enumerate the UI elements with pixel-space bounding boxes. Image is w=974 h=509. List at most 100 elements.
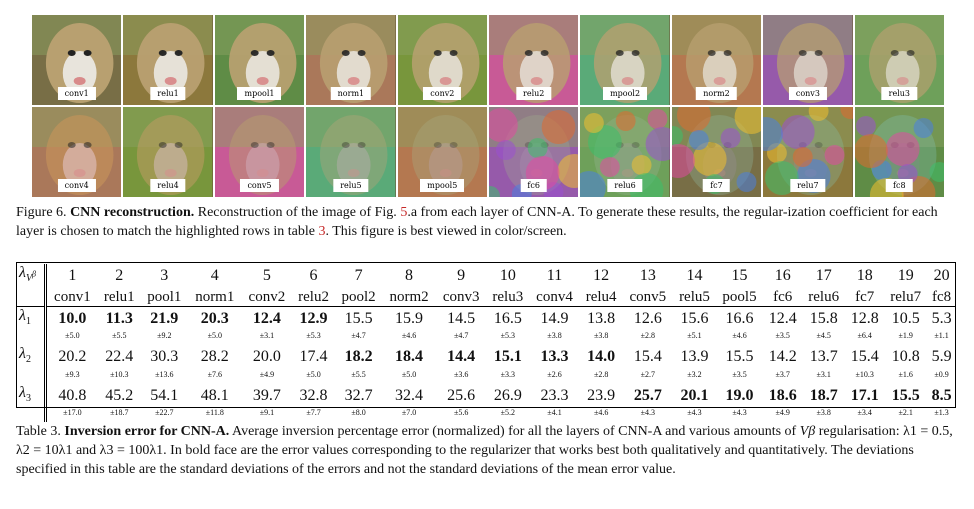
error-deviation: ±4.3 xyxy=(732,407,747,417)
error-deviation: ±5.1 xyxy=(687,331,702,341)
error-deviation: ±3.5 xyxy=(775,331,790,341)
error-value: 15.8 xyxy=(809,310,838,328)
error-deviation: ±4.3 xyxy=(640,407,656,417)
error-value: 23.9 xyxy=(587,386,616,404)
error-value: 11.3 xyxy=(105,310,133,328)
error-value: 21.9 xyxy=(150,310,179,328)
error-value: 12.4 xyxy=(252,310,281,328)
table-ref-link[interactable]: 3 xyxy=(318,224,326,239)
error-deviation: ±7.7 xyxy=(306,407,321,417)
error-deviation: ±6.4 xyxy=(857,331,872,341)
reconstruction-image: conv3 xyxy=(763,15,853,105)
figure-ref-link[interactable]: 5 xyxy=(400,205,408,220)
layer-label: relu4 xyxy=(150,179,186,192)
error-deviation: ±3.2 xyxy=(687,369,702,379)
layer-number: 5 xyxy=(262,267,271,285)
figure-caption-text: Reconstruction of the image of Fig. xyxy=(194,205,401,220)
layer-name: conv2 xyxy=(241,288,293,308)
deviation-row-spacer xyxy=(16,369,47,384)
error-deviation: ±3.4 xyxy=(857,407,872,417)
error-value: 16.6 xyxy=(725,310,754,328)
error-value: 15.9 xyxy=(395,310,424,328)
error-deviation: ±5.0 xyxy=(306,369,321,379)
error-deviation: ±3.8 xyxy=(547,331,562,341)
error-value: 32.4 xyxy=(395,386,424,404)
layer-name: norm2 xyxy=(382,288,436,308)
layer-label: relu3 xyxy=(881,87,917,100)
reconstruction-image: relu3 xyxy=(854,15,944,105)
layer-name: conv5 xyxy=(622,288,674,308)
reconstruction-image: relu7 xyxy=(763,107,853,197)
error-deviation: ±1.3 xyxy=(934,407,949,417)
layer-name: fc6 xyxy=(763,288,803,308)
table-caption-prefix: Table 3. xyxy=(16,424,65,439)
figure-caption-prefix: Figure 6. xyxy=(16,205,71,220)
error-value: 15.5 xyxy=(344,310,373,328)
layer-row-spacer xyxy=(16,288,47,308)
error-value: 14.5 xyxy=(447,310,476,328)
reconstruction-image: relu6 xyxy=(580,107,670,197)
error-deviation: ±1.6 xyxy=(898,369,913,379)
error-value: 12.4 xyxy=(768,310,797,328)
layer-label: fc8 xyxy=(886,179,913,192)
lambda-label: λ1 xyxy=(16,306,47,332)
error-deviation: ±5.3 xyxy=(500,331,516,341)
error-value: 20.0 xyxy=(252,348,281,366)
reconstruction-image: fc7 xyxy=(671,107,762,197)
error-value: 23.3 xyxy=(540,386,569,404)
layer-number: 4 xyxy=(210,267,219,285)
error-deviation: ±10.3 xyxy=(110,369,129,379)
layer-number: 16 xyxy=(774,267,791,285)
error-value: 17.4 xyxy=(299,348,328,366)
layer-name: relu3 xyxy=(486,288,530,308)
error-deviation: ±4.5 xyxy=(816,331,831,341)
error-value: 14.9 xyxy=(540,310,569,328)
layer-label: relu1 xyxy=(150,87,186,100)
error-deviation: ±5.5 xyxy=(112,331,127,341)
error-deviation: ±3.5 xyxy=(732,369,747,379)
error-deviation: ±9.2 xyxy=(157,331,172,341)
error-deviation: ±2.8 xyxy=(593,369,609,379)
error-value: 18.6 xyxy=(768,386,797,404)
error-value: 5.3 xyxy=(931,310,952,328)
layer-label: relu6 xyxy=(607,179,643,192)
reconstruction-image: fc6 xyxy=(489,107,579,197)
layer-number: 1 xyxy=(68,267,77,285)
layer-label: conv3 xyxy=(788,87,827,100)
layer-label: conv1 xyxy=(57,87,96,100)
error-value: 20.2 xyxy=(58,348,87,366)
layer-number: 7 xyxy=(354,267,363,285)
layer-number: 18 xyxy=(856,267,873,285)
reconstruction-image: conv1 xyxy=(32,15,122,105)
layer-label: mpool2 xyxy=(603,87,648,100)
deviation-row: ±17.0±18.7±22.7±11.8±9.1±7.7±8.0±7.0±5.6… xyxy=(16,407,956,422)
reconstruction-image: relu4 xyxy=(123,107,213,197)
layer-name: pool5 xyxy=(715,288,764,308)
reconstruction-image: conv4 xyxy=(32,107,122,197)
error-deviation: ±5.0 xyxy=(65,331,80,341)
error-value: 15.5 xyxy=(891,386,920,404)
reconstruction-row-1: conv1 relu1 mpool1 norm1 conv2 xyxy=(32,15,944,105)
layer-name: conv3 xyxy=(435,288,487,308)
error-value: 30.3 xyxy=(150,348,179,366)
error-deviation: ±4.6 xyxy=(401,331,417,341)
error-deviation: ±3.8 xyxy=(593,331,609,341)
error-deviation: ±3.1 xyxy=(816,369,831,379)
error-deviation: ±4.7 xyxy=(453,331,469,341)
layer-name: relu1 xyxy=(97,288,141,308)
reconstruction-image: conv5 xyxy=(214,107,305,197)
reconstruction-image: conv2 xyxy=(397,15,487,105)
deviation-row-spacer xyxy=(16,407,47,422)
error-value: 14.2 xyxy=(768,348,797,366)
layer-label: mpool1 xyxy=(237,87,282,100)
error-value: 12.9 xyxy=(299,310,328,328)
error-deviation: ±5.2 xyxy=(500,407,516,417)
error-deviation: ±2.6 xyxy=(547,369,562,379)
table-caption: Table 3. Inversion error for CNN-A. Aver… xyxy=(16,422,956,479)
layer-label: conv2 xyxy=(423,87,462,100)
figure-caption-title: CNN reconstruction. xyxy=(70,205,195,220)
error-deviation: ±7.6 xyxy=(207,369,222,379)
error-deviation: ±5.3 xyxy=(306,331,321,341)
